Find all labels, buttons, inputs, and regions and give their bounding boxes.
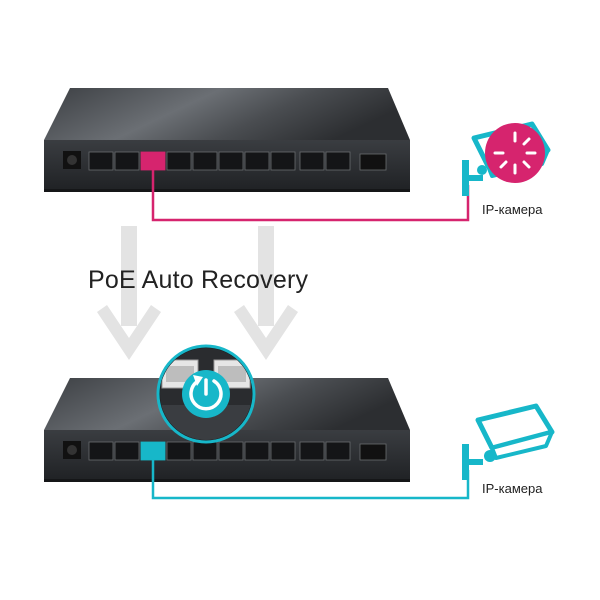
switch-top-lid — [44, 88, 410, 140]
recovery-power-icon — [182, 370, 230, 418]
loading-spinner-icon — [485, 123, 545, 183]
rj45-ports — [88, 151, 351, 171]
down-arrows — [97, 226, 298, 360]
rj45-ports — [88, 441, 351, 461]
cable-top — [151, 170, 470, 222]
switch-top — [44, 88, 410, 192]
camera-top-label: IP-камера — [482, 202, 543, 217]
sfp-port — [359, 443, 387, 461]
diagram-title: PoE Auto Recovery — [88, 266, 309, 294]
sfp-port — [359, 153, 387, 171]
switch-bottom — [44, 378, 410, 482]
down-arrow-left-icon — [97, 226, 161, 360]
camera-top — [462, 121, 551, 196]
down-arrow-right-icon — [234, 226, 298, 360]
magnifier-lens — [156, 344, 256, 444]
ip-camera-icon — [462, 403, 555, 480]
power-jack — [63, 151, 81, 169]
cable-bottom — [151, 460, 470, 500]
camera-bottom — [462, 403, 555, 480]
power-jack — [63, 441, 81, 459]
camera-bottom-label: IP-камера — [482, 481, 543, 496]
